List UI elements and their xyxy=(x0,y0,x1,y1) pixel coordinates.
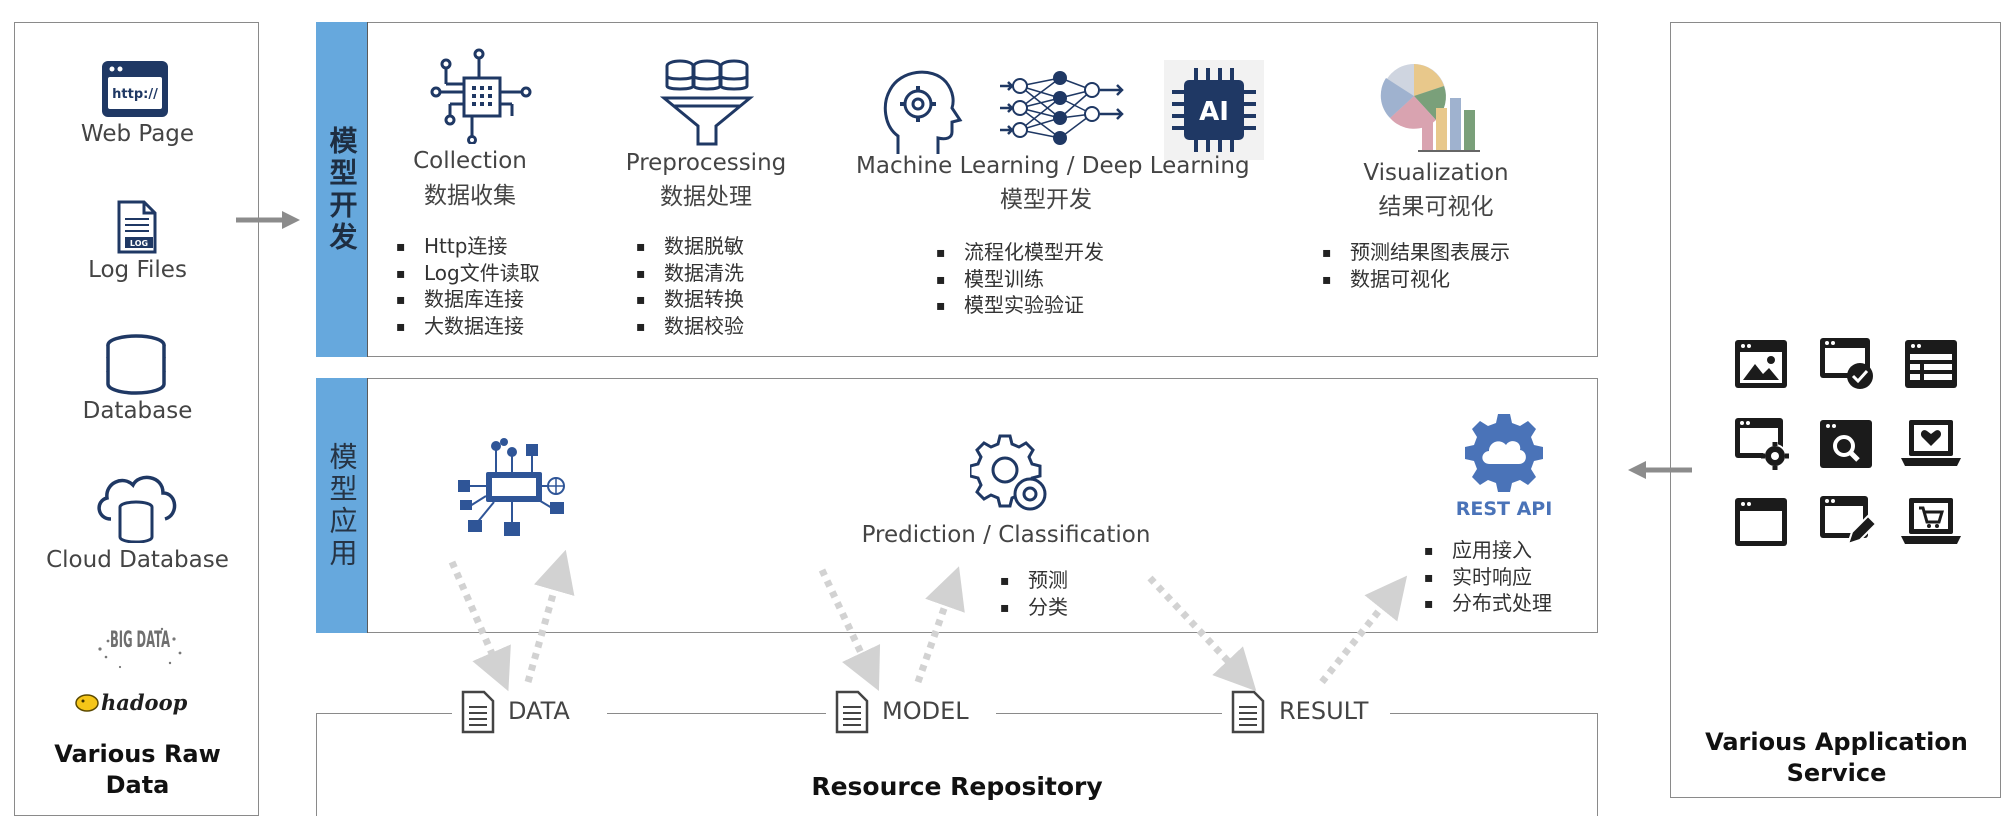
bullet-item: 分类 xyxy=(1000,595,1068,622)
collection-label-cn: 数据收集 xyxy=(424,183,516,209)
collection-bullets: Http连接 Log文件读取 数据库连接 大数据连接 xyxy=(396,234,540,340)
bullet-item: 预测 xyxy=(1000,568,1068,595)
ai-chip-icon: AI xyxy=(1164,60,1264,160)
app-image-window-icon xyxy=(1735,340,1787,388)
visualization-label-en: Visualization xyxy=(1363,160,1509,186)
source-label: Log Files xyxy=(88,257,187,283)
model-development-tab: 模型开发 xyxy=(316,22,368,357)
preprocessing-label-cn: 数据处理 xyxy=(660,184,752,210)
resource-repository-title: Resource Repository xyxy=(811,772,1103,801)
brain-gear-head-icon xyxy=(883,70,963,154)
svg-text:http://: http:// xyxy=(112,87,158,102)
bullet-item: 数据校验 xyxy=(636,314,744,341)
flow-arrow-left xyxy=(1628,461,1692,479)
source-label: Database xyxy=(82,398,193,424)
gears-icon xyxy=(970,434,1047,511)
app-settings-window-icon xyxy=(1735,418,1789,470)
rest-api-bullets: 应用接入 实时响应 分布式处理 xyxy=(1424,538,1552,618)
database-icon xyxy=(106,334,166,395)
bullet-item: 实时响应 xyxy=(1424,565,1552,592)
app-search-window-icon xyxy=(1820,420,1872,468)
app-shop-laptop-icon xyxy=(1901,498,1961,544)
ml-bullets: 流程化模型开发 模型训练 模型实验验证 xyxy=(936,240,1104,320)
bullet-item: 预测结果图表展示 xyxy=(1322,240,1510,267)
hadoop-logo-text: hadoop xyxy=(101,690,188,715)
bullet-item: 数据清洗 xyxy=(636,261,744,288)
bullet-item: 数据脱敏 xyxy=(636,234,744,261)
raw-data-panel: http:// Web Page LOG Log Files Database … xyxy=(14,22,259,816)
big-data-logo: BIG DATA xyxy=(98,627,182,669)
resource-repository-panel xyxy=(316,713,1598,816)
model-document-icon xyxy=(835,690,869,734)
repo-item-model: MODEL xyxy=(882,697,969,725)
web-page-icon: http:// xyxy=(102,61,168,117)
bullet-item: 流程化模型开发 xyxy=(936,240,1104,267)
bullet-item: 数据转换 xyxy=(636,287,744,314)
collection-icon xyxy=(430,48,532,144)
cloud-database-icon xyxy=(97,475,177,543)
prediction-bullets: 预测 分类 xyxy=(1000,568,1068,621)
app-list-window-icon xyxy=(1905,340,1957,388)
bullet-item: 分布式处理 xyxy=(1424,591,1552,618)
bullet-item: 模型实验验证 xyxy=(936,293,1104,320)
bullet-item: 数据可视化 xyxy=(1322,267,1510,294)
log-file-icon: LOG xyxy=(117,200,157,254)
visualization-chart-icon xyxy=(1380,64,1480,152)
ml-label-cn: 模型开发 xyxy=(1000,187,1092,213)
bullet-item: 应用接入 xyxy=(1424,538,1552,565)
result-document-icon xyxy=(1231,690,1265,734)
source-label: Web Page xyxy=(80,121,195,147)
model-application-tab: 模型应用 xyxy=(316,378,368,633)
preprocessing-bullets: 数据脱敏 数据清洗 数据转换 数据校验 xyxy=(636,234,744,340)
prediction-label: Prediction / Classification xyxy=(861,522,1151,548)
app-blank-window-icon xyxy=(1735,498,1787,546)
bullet-item: 数据库连接 xyxy=(396,287,540,314)
preprocessing-funnel-icon xyxy=(660,59,754,146)
ai-chip-label: AI xyxy=(1199,97,1229,127)
ml-label-en: Machine Learning / Deep Learning xyxy=(856,153,1250,179)
source-label: Cloud Database xyxy=(46,547,229,573)
repo-item-data: DATA xyxy=(508,697,570,725)
bullet-item: 大数据连接 xyxy=(396,314,540,341)
rest-api-label: REST API xyxy=(1455,498,1553,520)
visualization-bullets: 预测结果图表展示 数据可视化 xyxy=(1322,240,1510,293)
raw-data-title: Various Raw Data xyxy=(54,740,221,799)
repo-item-result: RESULT xyxy=(1279,697,1369,725)
collection-label-en: Collection xyxy=(413,148,527,174)
bullet-item: 模型训练 xyxy=(936,267,1104,294)
flow-arrow-right xyxy=(236,211,300,229)
svg-text:LOG: LOG xyxy=(130,239,148,248)
visualization-label-cn: 结果可视化 xyxy=(1378,194,1494,220)
app-edit-window-icon xyxy=(1820,496,1876,546)
application-service-panel: Various Application Service xyxy=(1670,22,2001,798)
app-laptop-heart-icon xyxy=(1901,420,1961,466)
big-data-logo-text: BIG DATA xyxy=(110,628,170,653)
data-network-icon xyxy=(458,438,565,536)
data-document-icon xyxy=(461,690,495,734)
rest-api-gear-cloud-icon xyxy=(1465,414,1543,492)
hadoop-logo: hadoop xyxy=(75,690,188,715)
preprocessing-label-en: Preprocessing xyxy=(625,150,787,176)
app-check-window-icon xyxy=(1820,338,1873,389)
bullet-item: Log文件读取 xyxy=(396,261,540,288)
neural-network-icon xyxy=(1000,71,1124,145)
bullet-item: Http连接 xyxy=(396,234,540,261)
application-service-title: Various Application Service xyxy=(1705,728,1968,787)
